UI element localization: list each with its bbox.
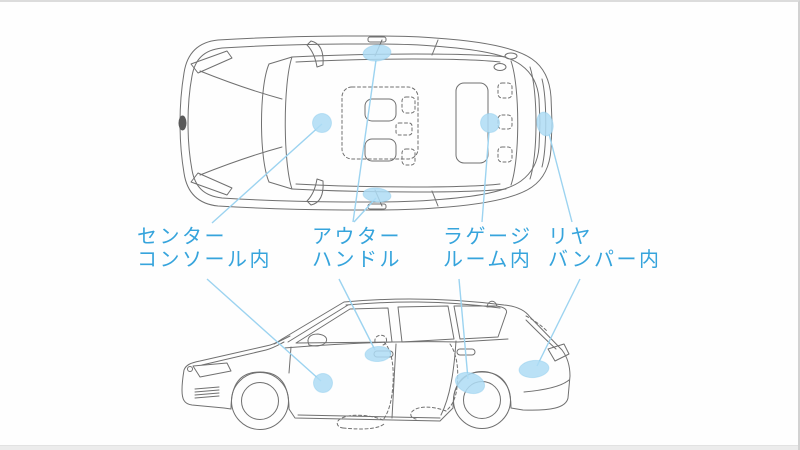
- car-side-view-illustration: [181, 298, 571, 430]
- label-luggage-room: ラゲージ ルーム内: [443, 226, 533, 271]
- label-outer-handle: アウター ハンドル: [312, 226, 402, 271]
- label-center-console: センター コンソール内: [137, 226, 272, 271]
- car-top-view-illustration: [178, 35, 553, 211]
- label-rear-bumper: リヤ バンパー内: [548, 226, 662, 271]
- front-emblem: [178, 115, 187, 131]
- bottom-bar: [0, 445, 798, 450]
